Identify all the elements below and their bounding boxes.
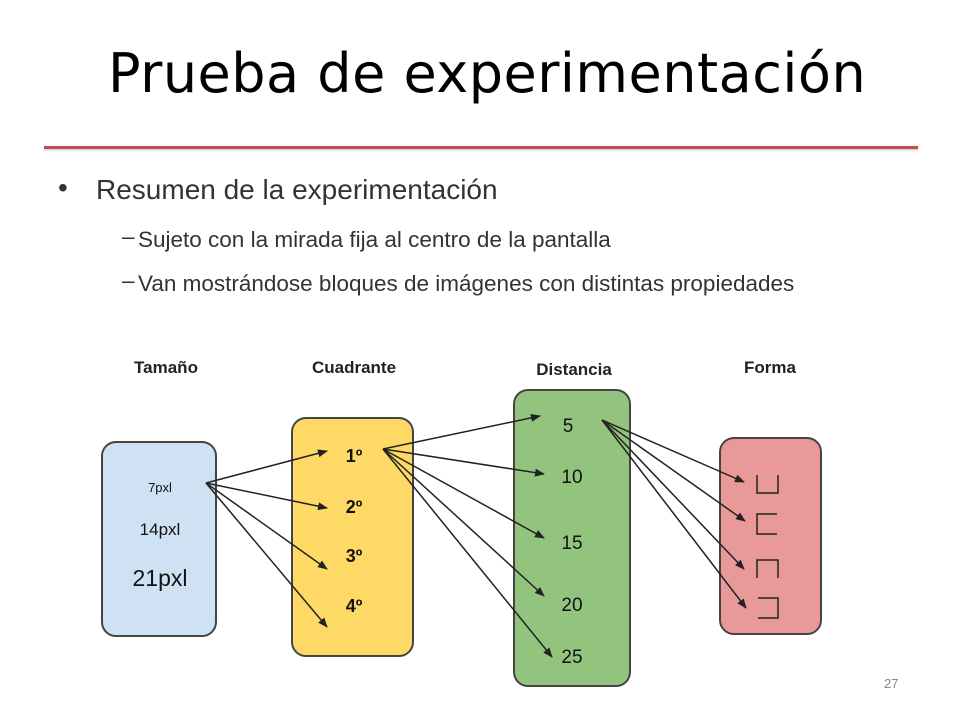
arrow (205, 482, 328, 628)
size-item: 14pxl (140, 520, 181, 539)
quadrant-item: 2º (346, 497, 363, 517)
arrow (382, 448, 545, 539)
title-divider (44, 146, 918, 149)
page-number: 27 (884, 676, 899, 691)
distance-item: 20 (561, 595, 582, 616)
distance-item: 5 (563, 416, 574, 437)
tamano-box (101, 441, 217, 637)
dash-icon: – (122, 268, 135, 293)
arrow (601, 419, 747, 609)
distance-item: 15 (561, 533, 582, 554)
cuadrante-box (291, 417, 414, 657)
arrow (382, 448, 553, 658)
bullet-sub-text: Sujeto con la mirada fija al centro de l… (138, 227, 611, 252)
shape-open-top-icon (756, 475, 779, 494)
arrow (601, 419, 746, 522)
arrow (205, 482, 328, 511)
forma-box (719, 437, 822, 635)
bullet-dot-icon: • (58, 172, 68, 203)
arrow (601, 419, 745, 570)
arrow (601, 419, 745, 483)
arrow (205, 449, 328, 484)
distance-item: 25 (561, 647, 582, 668)
distance-item: 10 (561, 467, 582, 488)
shape-open-right-icon (756, 513, 777, 535)
arrow (205, 482, 328, 570)
bullet-sub-text: Van mostrándose bloques de imágenes con … (138, 271, 795, 296)
shape-open-bottom-icon (756, 559, 779, 578)
arrow (382, 448, 545, 477)
quadrant-item: 4º (346, 596, 363, 616)
bullet-main-text: Resumen de la experimentación (96, 174, 498, 205)
arrow (382, 448, 545, 597)
column-label-tamano: Tamaño (134, 358, 198, 377)
size-item: 21pxl (133, 565, 188, 591)
column-label-distancia: Distancia (536, 360, 612, 379)
column-label-cuadrante: Cuadrante (312, 358, 396, 377)
arrows-distance-to-shape (601, 419, 747, 609)
arrows-quadrant-to-distance (382, 413, 553, 658)
size-item: 7pxl (148, 480, 172, 495)
quadrant-item: 3º (346, 546, 363, 566)
arrow (382, 413, 541, 450)
distancia-box (513, 389, 631, 687)
quadrant-item: 1º (346, 446, 363, 466)
shape-open-left-icon (758, 597, 779, 619)
arrows-size-to-quadrant (205, 449, 328, 628)
column-label-forma: Forma (744, 358, 797, 377)
dash-icon: – (122, 224, 135, 249)
slide-title: Prueba de experimentación (108, 42, 867, 105)
